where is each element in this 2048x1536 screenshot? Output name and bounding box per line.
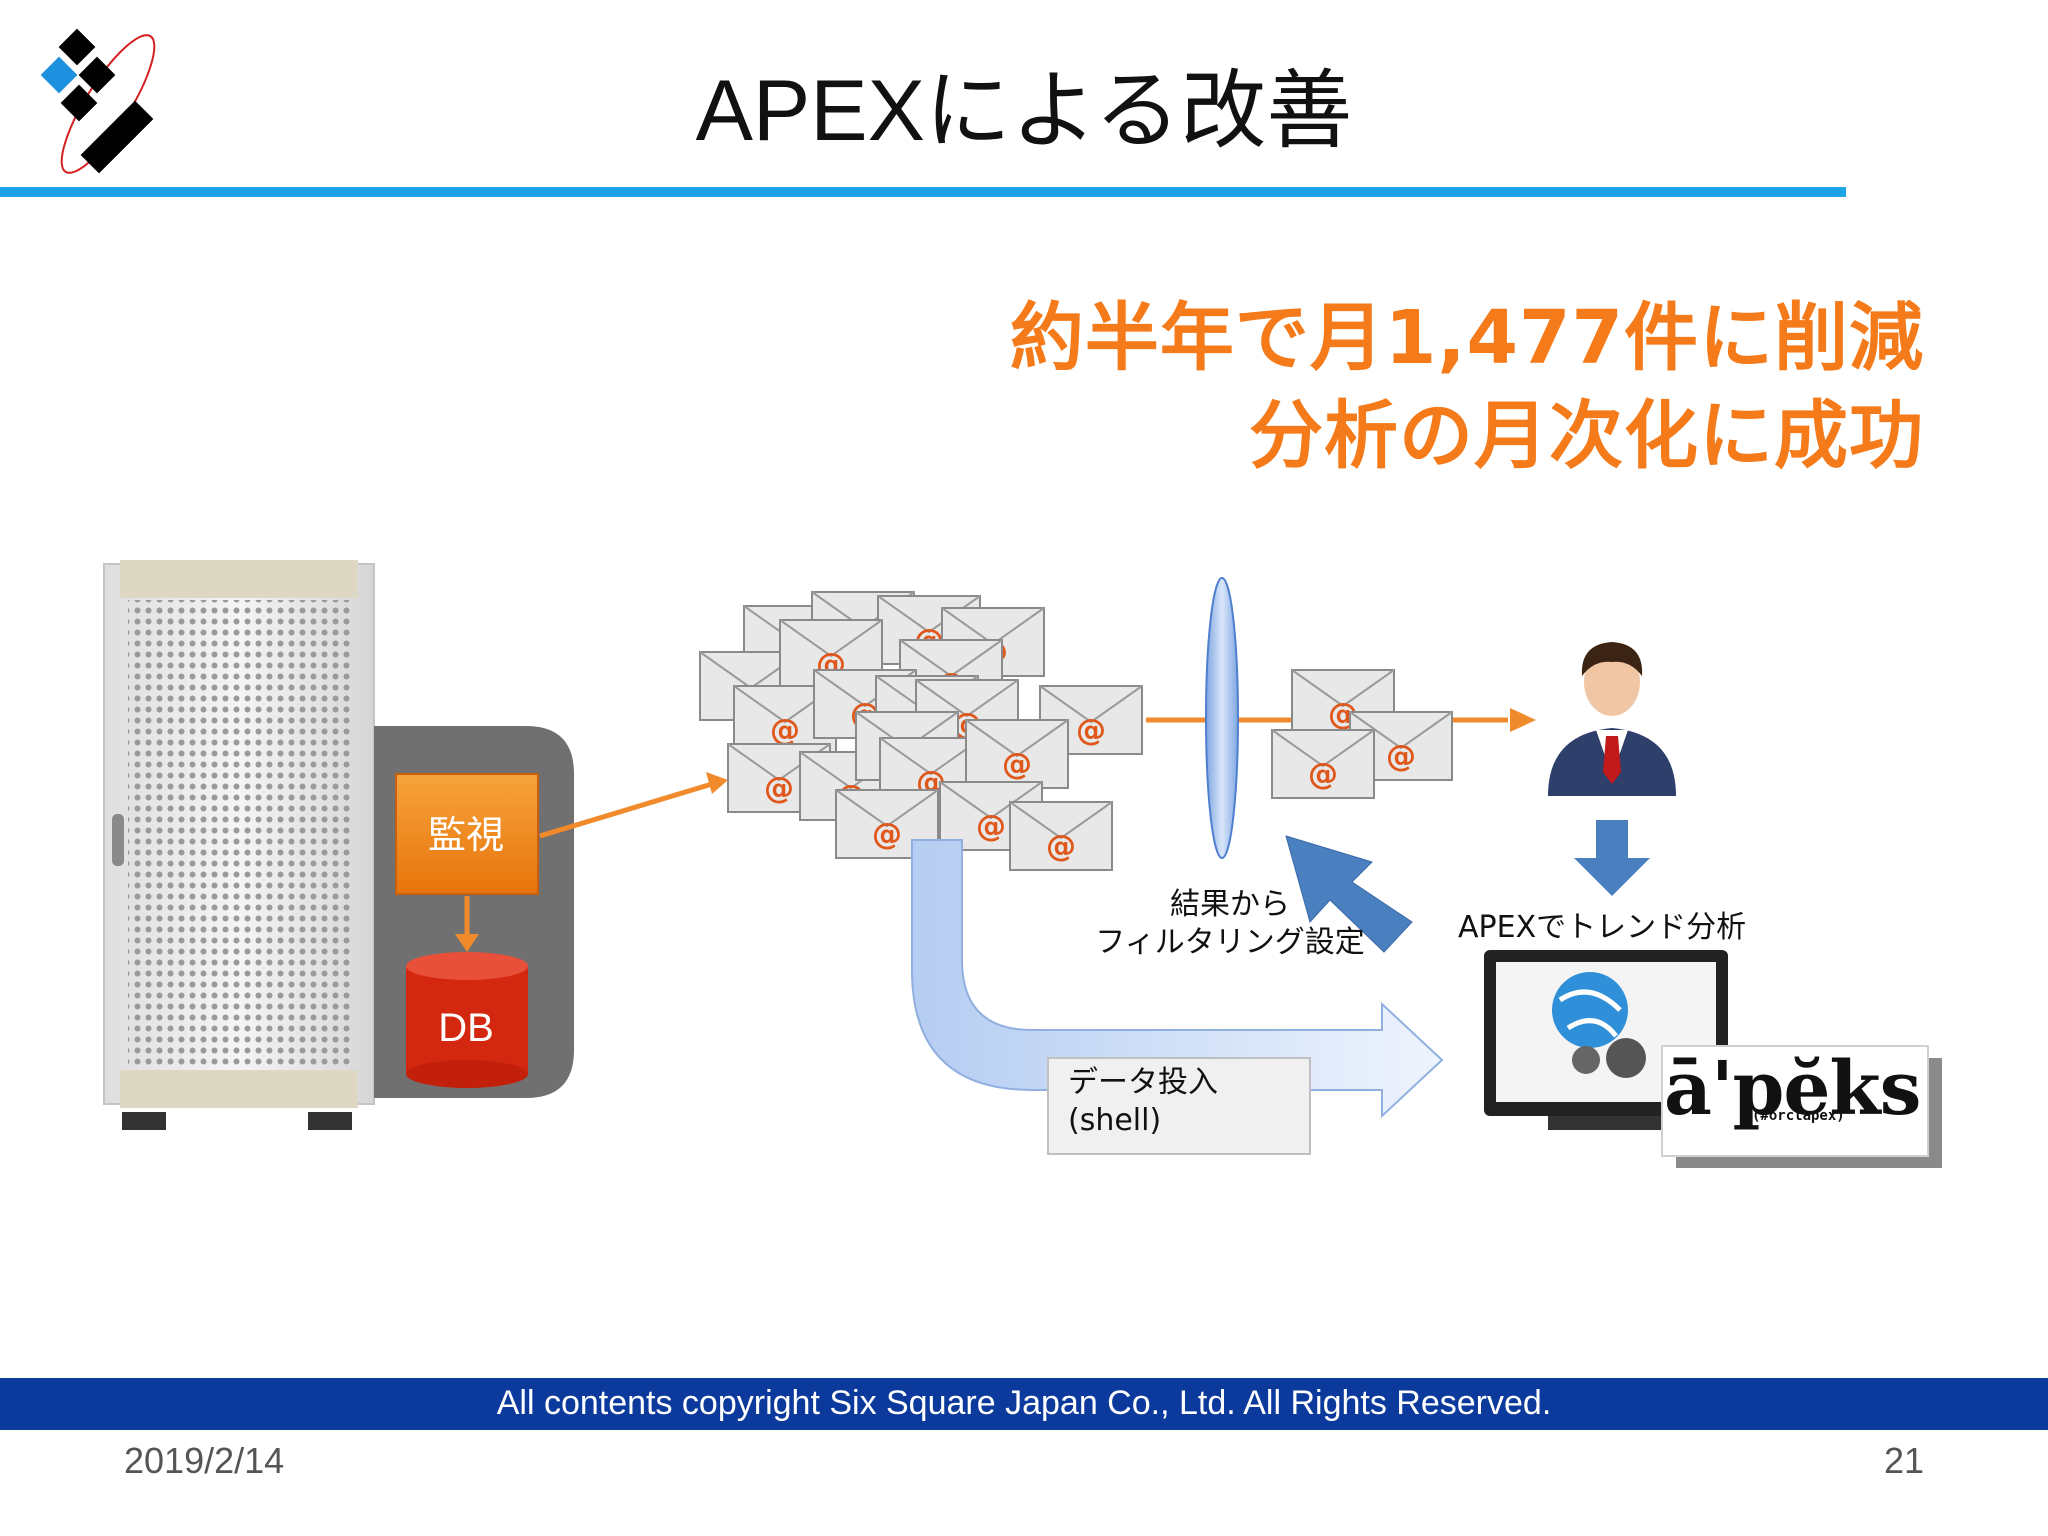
database-icon	[406, 952, 528, 1088]
data-import-label-line-2: (shell)	[1068, 1103, 1162, 1138]
analyst-person-icon	[1548, 642, 1676, 796]
filter-label-line-2: フィルタリング設定	[1095, 925, 1365, 960]
apex-logo	[1661, 1045, 1942, 1168]
feedback-arrow	[1285, 835, 1413, 953]
down-arrow	[1574, 820, 1650, 896]
data-import-label: データ投入 (shell)	[1068, 1064, 1218, 1140]
monitor-label: 監視	[427, 813, 504, 857]
db-label: DB	[438, 1006, 494, 1050]
company-logo	[40, 28, 156, 174]
data-import-label-line-1: データ投入	[1068, 1065, 1218, 1100]
slide-title: APEXによる改善	[695, 63, 1353, 159]
server-tower-icon	[103, 560, 375, 1130]
slide-date: 2019/2/14	[124, 1440, 285, 1481]
copyright-text: All contents copyright Six Square Japan …	[496, 1384, 1552, 1422]
page-number: 21	[1883, 1440, 1924, 1481]
filter-label-line-1: 結果から	[1170, 887, 1290, 922]
data-import-arrow	[911, 839, 1444, 1119]
apex-logo-text: ā'pĕks	[1664, 1046, 1921, 1132]
filter-label: 結果から フィルタリング設定	[1060, 886, 1400, 962]
apex-trend-label: APEXでトレンド分析	[1458, 910, 1747, 945]
title-rule	[0, 187, 1846, 197]
headline-line-1: 約半年で月1,477件に削減	[1009, 295, 1924, 381]
headline-line-2: 分析の月次化に成功	[1249, 393, 1924, 479]
filter-lens-icon	[1205, 577, 1239, 859]
email-cluster	[699, 591, 1143, 871]
filtered-emails	[1271, 669, 1453, 799]
data-import-box	[1047, 1057, 1311, 1155]
apex-logo-subtext: (#orclapex)	[1752, 1108, 1845, 1124]
footer-bar	[0, 1378, 2048, 1430]
monitor-box	[395, 773, 539, 895]
